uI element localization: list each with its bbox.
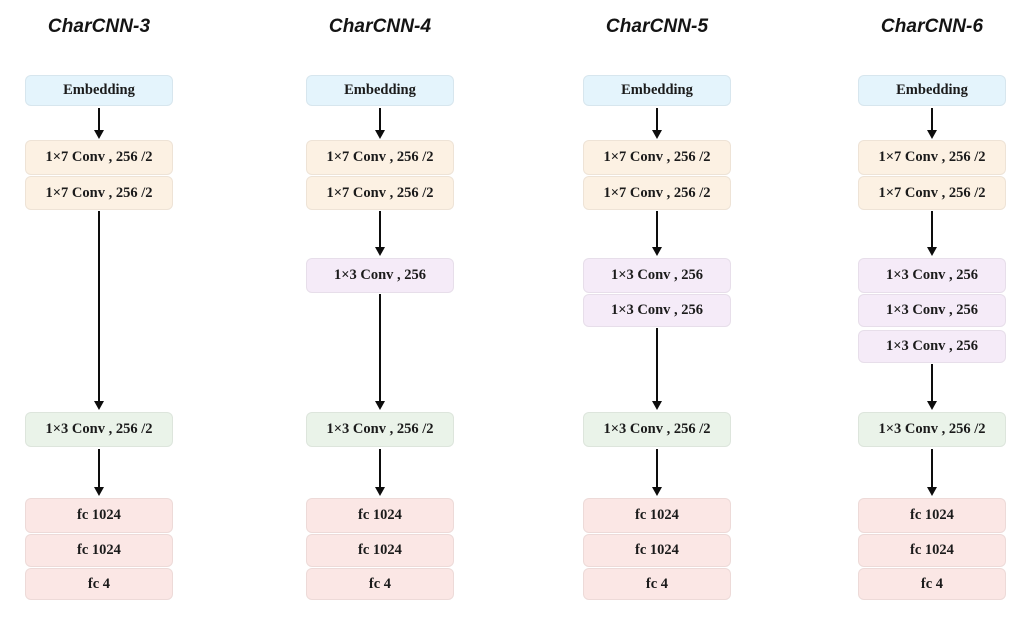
layer-node-fc: fc 1024 bbox=[306, 534, 454, 567]
model-title: CharCNN-5 bbox=[605, 16, 709, 37]
layer-node-conv7: 1×7 Conv , 256 /2 bbox=[858, 176, 1006, 210]
arrow-head bbox=[652, 247, 662, 256]
model-title: CharCNN-3 bbox=[47, 16, 151, 37]
arrow-shaft bbox=[378, 211, 382, 249]
layer-node-conv3: 1×3 Conv , 256 bbox=[306, 258, 454, 293]
arrow-head bbox=[375, 401, 385, 410]
layer-node-conv3: 1×3 Conv , 256 bbox=[858, 258, 1006, 293]
arrow-shaft bbox=[97, 211, 101, 403]
layer-node-conv7: 1×7 Conv , 256 /2 bbox=[25, 176, 173, 210]
arrow-head bbox=[652, 487, 662, 496]
layer-node-fc: fc 1024 bbox=[306, 498, 454, 533]
arrow-shaft bbox=[930, 108, 934, 132]
flow-arrow-icon bbox=[306, 108, 454, 139]
layer-node-conv3s: 1×3 Conv , 256 /2 bbox=[858, 412, 1006, 447]
flow-arrow-icon bbox=[858, 449, 1006, 496]
arrow-head bbox=[652, 130, 662, 139]
layer-node-fc: fc 1024 bbox=[858, 534, 1006, 567]
layer-node-conv3: 1×3 Conv , 256 bbox=[583, 294, 731, 327]
layer-node-conv7: 1×7 Conv , 256 /2 bbox=[306, 176, 454, 210]
arrow-shaft bbox=[655, 211, 659, 249]
arrow-shaft bbox=[930, 211, 934, 249]
layer-node-fc: fc 4 bbox=[583, 568, 731, 600]
arrow-head bbox=[94, 487, 104, 496]
layer-node-conv7: 1×7 Conv , 256 /2 bbox=[858, 140, 1006, 175]
flow-arrow-icon bbox=[583, 449, 731, 496]
arrow-shaft bbox=[378, 294, 382, 403]
layer-node-fc: fc 4 bbox=[25, 568, 173, 600]
layer-node-embedding: Embedding bbox=[583, 75, 731, 106]
flow-arrow-icon bbox=[858, 364, 1006, 410]
flow-arrow-icon bbox=[858, 108, 1006, 139]
arrow-head bbox=[375, 487, 385, 496]
arrow-head bbox=[94, 130, 104, 139]
arrow-shaft bbox=[655, 108, 659, 132]
layer-node-conv7: 1×7 Conv , 256 /2 bbox=[306, 140, 454, 175]
arrow-shaft bbox=[930, 364, 934, 403]
layer-node-fc: fc 1024 bbox=[25, 534, 173, 567]
model-title: CharCNN-6 bbox=[880, 16, 984, 37]
arrow-head bbox=[927, 487, 937, 496]
arrow-head bbox=[927, 247, 937, 256]
layer-node-conv7: 1×7 Conv , 256 /2 bbox=[25, 140, 173, 175]
layer-node-conv7: 1×7 Conv , 256 /2 bbox=[583, 176, 731, 210]
arrow-head bbox=[94, 401, 104, 410]
arrow-head bbox=[927, 130, 937, 139]
arrow-shaft bbox=[655, 449, 659, 489]
layer-node-conv3: 1×3 Conv , 256 bbox=[858, 330, 1006, 363]
layer-node-embedding: Embedding bbox=[306, 75, 454, 106]
layer-node-fc: fc 1024 bbox=[25, 498, 173, 533]
flow-arrow-icon bbox=[25, 108, 173, 139]
layer-node-fc: fc 4 bbox=[306, 568, 454, 600]
flow-arrow-icon bbox=[25, 211, 173, 410]
flow-arrow-icon bbox=[583, 328, 731, 410]
layer-node-conv3: 1×3 Conv , 256 bbox=[858, 294, 1006, 327]
arrow-shaft bbox=[378, 108, 382, 132]
layer-node-conv3: 1×3 Conv , 256 bbox=[583, 258, 731, 293]
layer-node-fc: fc 1024 bbox=[583, 534, 731, 567]
layer-node-fc: fc 1024 bbox=[583, 498, 731, 533]
model-title: CharCNN-4 bbox=[328, 16, 432, 37]
flow-arrow-icon bbox=[583, 211, 731, 256]
layer-node-embedding: Embedding bbox=[858, 75, 1006, 106]
arrow-shaft bbox=[97, 449, 101, 489]
flow-arrow-icon bbox=[306, 211, 454, 256]
layer-node-fc: fc 4 bbox=[858, 568, 1006, 600]
layer-node-conv3s: 1×3 Conv , 256 /2 bbox=[25, 412, 173, 447]
layer-node-conv3s: 1×3 Conv , 256 /2 bbox=[583, 412, 731, 447]
layer-node-conv7: 1×7 Conv , 256 /2 bbox=[583, 140, 731, 175]
flow-arrow-icon bbox=[306, 294, 454, 410]
flow-arrow-icon bbox=[306, 449, 454, 496]
flow-arrow-icon bbox=[25, 449, 173, 496]
arrow-shaft bbox=[930, 449, 934, 489]
layer-node-fc: fc 1024 bbox=[858, 498, 1006, 533]
flow-arrow-icon bbox=[858, 211, 1006, 256]
flow-arrow-icon bbox=[583, 108, 731, 139]
arrow-head bbox=[652, 401, 662, 410]
arrow-head bbox=[375, 247, 385, 256]
layer-node-conv3s: 1×3 Conv , 256 /2 bbox=[306, 412, 454, 447]
arrow-shaft bbox=[655, 328, 659, 403]
layer-node-embedding: Embedding bbox=[25, 75, 173, 106]
arrow-head bbox=[375, 130, 385, 139]
arrow-shaft bbox=[378, 449, 382, 489]
arrow-shaft bbox=[97, 108, 101, 132]
arrow-head bbox=[927, 401, 937, 410]
